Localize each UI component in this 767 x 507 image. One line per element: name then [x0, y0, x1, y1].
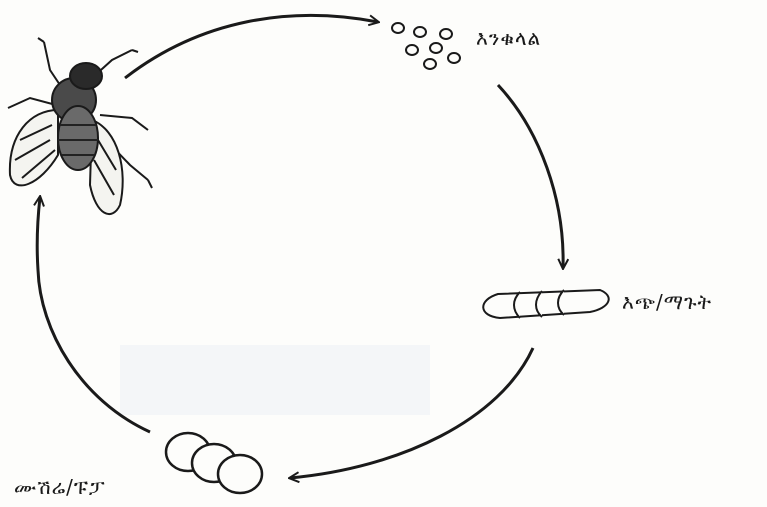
eggs-icon — [392, 23, 460, 69]
pupa-label: ሙሽሬ/ፑፓ — [14, 475, 106, 499]
eggs-label: እንቁላል — [476, 26, 541, 50]
larva-icon — [483, 290, 608, 318]
arrow-fly-to-eggs — [125, 15, 378, 78]
larva-label: እጭ/ማጉት — [622, 290, 712, 314]
arrow-eggs-to-larva — [498, 85, 563, 268]
scan-smudge — [120, 345, 430, 415]
fly-icon — [8, 38, 152, 214]
pupa-icon — [166, 433, 262, 493]
